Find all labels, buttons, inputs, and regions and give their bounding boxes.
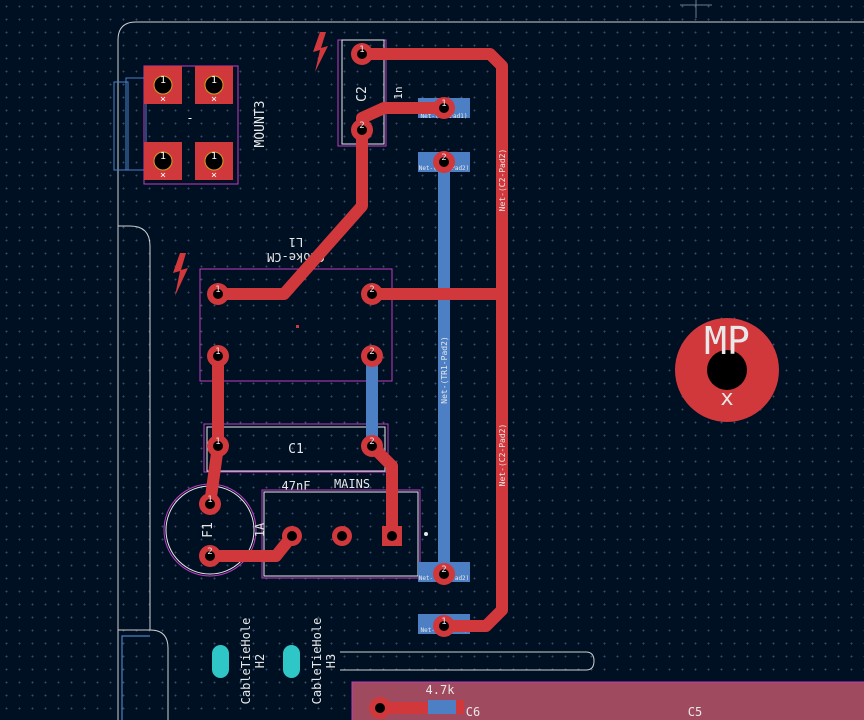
mount-pad[interactable]: [144, 66, 182, 104]
th-pads[interactable]: [199, 43, 455, 637]
c1-value: 47nF: [282, 479, 311, 493]
mains-ref: MAINS: [334, 477, 370, 491]
net-label-tr1: Net-(TR1-Pad2): [440, 336, 449, 403]
pad-number: 1: [215, 285, 220, 295]
h2-ref: H2: [253, 654, 267, 668]
pad-number: 2: [369, 347, 374, 357]
high-voltage-icon: [313, 32, 328, 72]
zone-outline: [351, 681, 864, 720]
mount-pad-mark: ×: [160, 94, 166, 105]
mount-pad-number: 1: [160, 75, 166, 86]
c2-value: 1n: [392, 86, 405, 99]
pad-number: 1: [441, 99, 446, 109]
mount-pad-mark: ×: [211, 94, 217, 105]
pad-number-labels: 1 2 1 2 1 2 1 2 1 2 1 2 2 1: [207, 45, 446, 627]
mount-pad-number: 1: [211, 75, 217, 86]
h2-value: CableTieHole: [239, 618, 253, 705]
mount-center-mark: -: [186, 111, 193, 125]
mount-pad[interactable]: [195, 142, 233, 180]
h3-cable-tie-hole[interactable]: CableTieHole H3: [283, 618, 338, 705]
pad-number: 2: [441, 565, 446, 575]
net-label-c2: Net-(C2-Pad2): [498, 424, 507, 487]
mount-pad[interactable]: [195, 66, 233, 104]
pad-number: 1: [215, 347, 220, 357]
front-tracks: [204, 48, 508, 714]
f1-value: 1A: [253, 522, 267, 537]
pad-number: 2: [369, 437, 374, 447]
mount-pad-number: 1: [211, 151, 217, 162]
mount3-footprint[interactable]: 1 × 1 × 1 × 1 × - MOUNT3: [113, 65, 268, 185]
mp-label: MP: [704, 319, 750, 363]
mains-footprint[interactable]: MAINS: [261, 477, 428, 579]
mount-pad[interactable]: [144, 142, 182, 180]
board-cutout-outline: [118, 225, 151, 630]
l1-ref: L1: [289, 235, 303, 249]
c2-ref: C2: [355, 86, 370, 102]
mount-pad-number: 1: [160, 151, 166, 162]
f1-ref: F1: [201, 522, 216, 538]
pad-number: 2: [441, 153, 446, 163]
board-outline: [117, 21, 864, 720]
mp-mark: x: [720, 386, 733, 411]
c1-ref: C1: [288, 442, 304, 457]
mp-mounting-hole[interactable]: MP x: [675, 318, 779, 422]
c5-ref: C5: [688, 705, 702, 719]
pad-number: 1: [441, 617, 446, 627]
mount-pad-mark: ×: [160, 170, 166, 181]
c1-footprint[interactable]: C1 47nF: [203, 423, 389, 493]
net-label-c2: Net-(C2-Pad2): [498, 149, 507, 212]
high-voltage-icon: [173, 253, 188, 296]
mount3-ref: MOUNT3: [253, 101, 268, 148]
resistor-pad[interactable]: [428, 700, 456, 714]
pad-number: 1: [215, 437, 220, 447]
h3-value: CableTieHole: [310, 618, 324, 705]
bottom-components[interactable]: 4.7k C6 C5: [369, 683, 702, 719]
pad-number: 2: [207, 547, 212, 557]
resistor-value: 4.7k: [426, 683, 456, 697]
mount-pad-mark: ×: [211, 170, 217, 181]
c6-ref: C6: [466, 705, 480, 719]
cross-marker: [680, 0, 712, 18]
pad-number: 2: [359, 121, 364, 131]
pad-number: 1: [207, 495, 212, 505]
pad-number: 1: [359, 45, 364, 55]
pad-number: 2: [369, 285, 374, 295]
resistor-pad[interactable]: [456, 700, 464, 714]
back-silk-corner: [121, 635, 150, 720]
board-corner-outline: [118, 629, 169, 720]
h2-cable-tie-hole[interactable]: CableTieHole H2: [212, 618, 267, 705]
h3-ref: H3: [324, 654, 338, 668]
board-slot-outline: [340, 651, 595, 671]
